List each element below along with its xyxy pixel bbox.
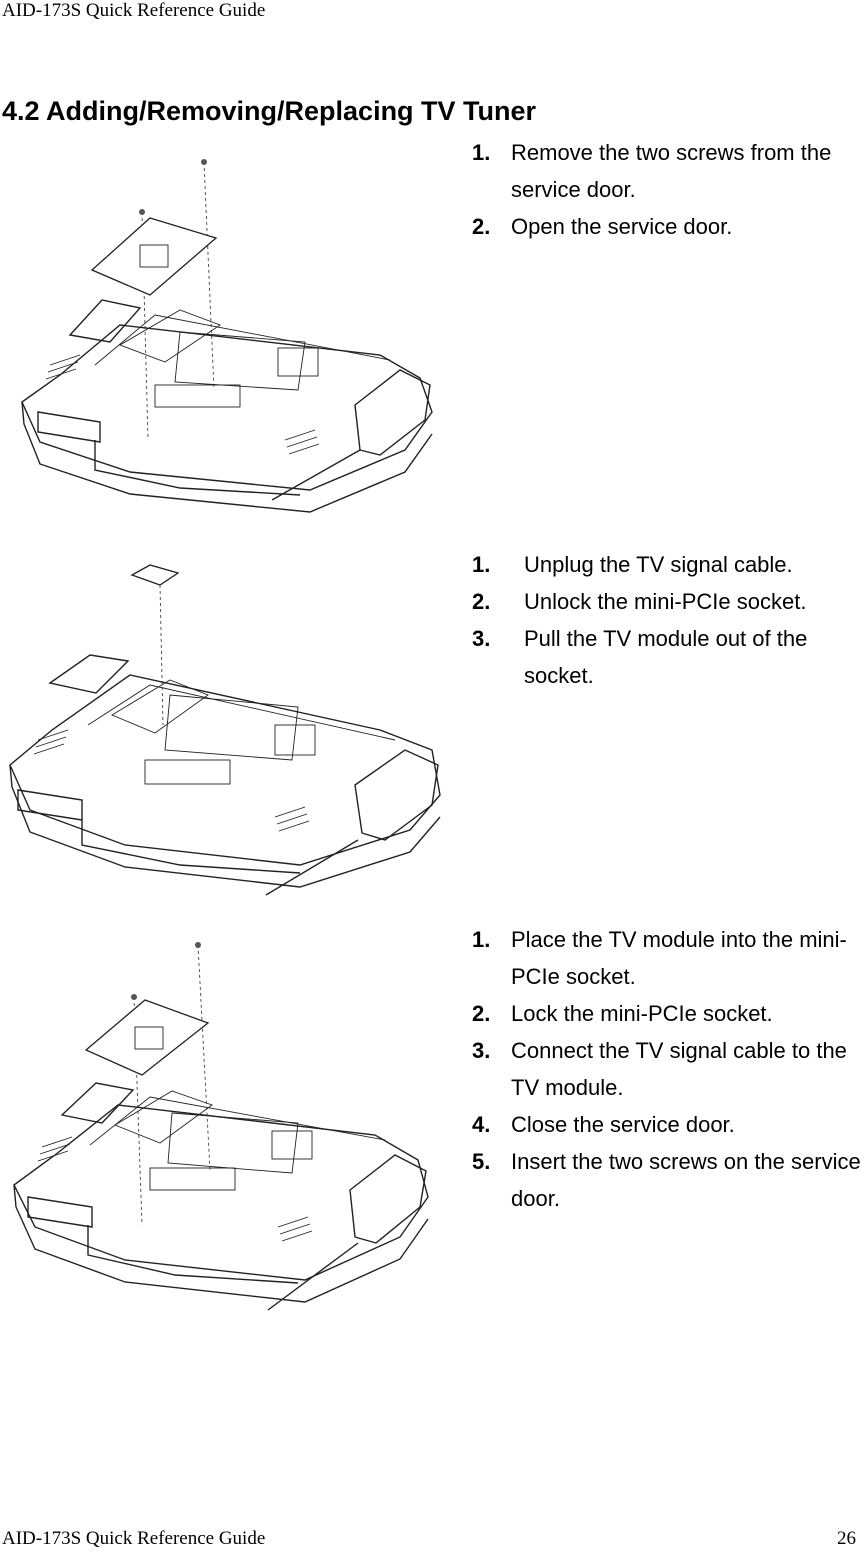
list-item: 2.Lock the mini-PCIe socket. xyxy=(472,1001,773,1026)
list-item: 1.Remove the two screws from the service… xyxy=(472,140,832,202)
list-item: 1.Place the TV module into the mini-PCIe… xyxy=(472,927,847,989)
steps-install-module: 1.Place the TV module into the mini-PCIe… xyxy=(472,921,864,1217)
list-item: 3.Pull the TV module out of the socket. xyxy=(472,626,808,688)
list-item: 4.Close the service door. xyxy=(472,1112,735,1137)
steps-remove-module: 1.Unplug the TV signal cable. 2.Unlock t… xyxy=(472,546,864,694)
list-item: 2.Unlock the mini-PCIe socket. xyxy=(472,589,807,614)
list-item: 3.Connect the TV signal cable to the TV … xyxy=(472,1038,847,1100)
page-footer: AID-173S Quick Reference Guide xyxy=(2,1528,266,1549)
figure-install-tv-module xyxy=(13,942,429,1311)
figure-remove-service-door xyxy=(21,159,433,513)
page-number: 26 xyxy=(837,1528,856,1549)
list-item: 5.Insert the two screws on the service d… xyxy=(472,1149,861,1211)
section-title: 4.2 Adding/Removing/Replacing TV Tuner xyxy=(2,96,537,126)
page-header: AID-173S Quick Reference Guide xyxy=(2,0,266,21)
figure-remove-tv-module xyxy=(9,564,441,896)
list-item: 2.Open the service door. xyxy=(472,214,733,239)
steps-remove-door: 1.Remove the two screws from the service… xyxy=(472,134,864,245)
list-item: 1.Unplug the TV signal cable. xyxy=(472,552,793,577)
